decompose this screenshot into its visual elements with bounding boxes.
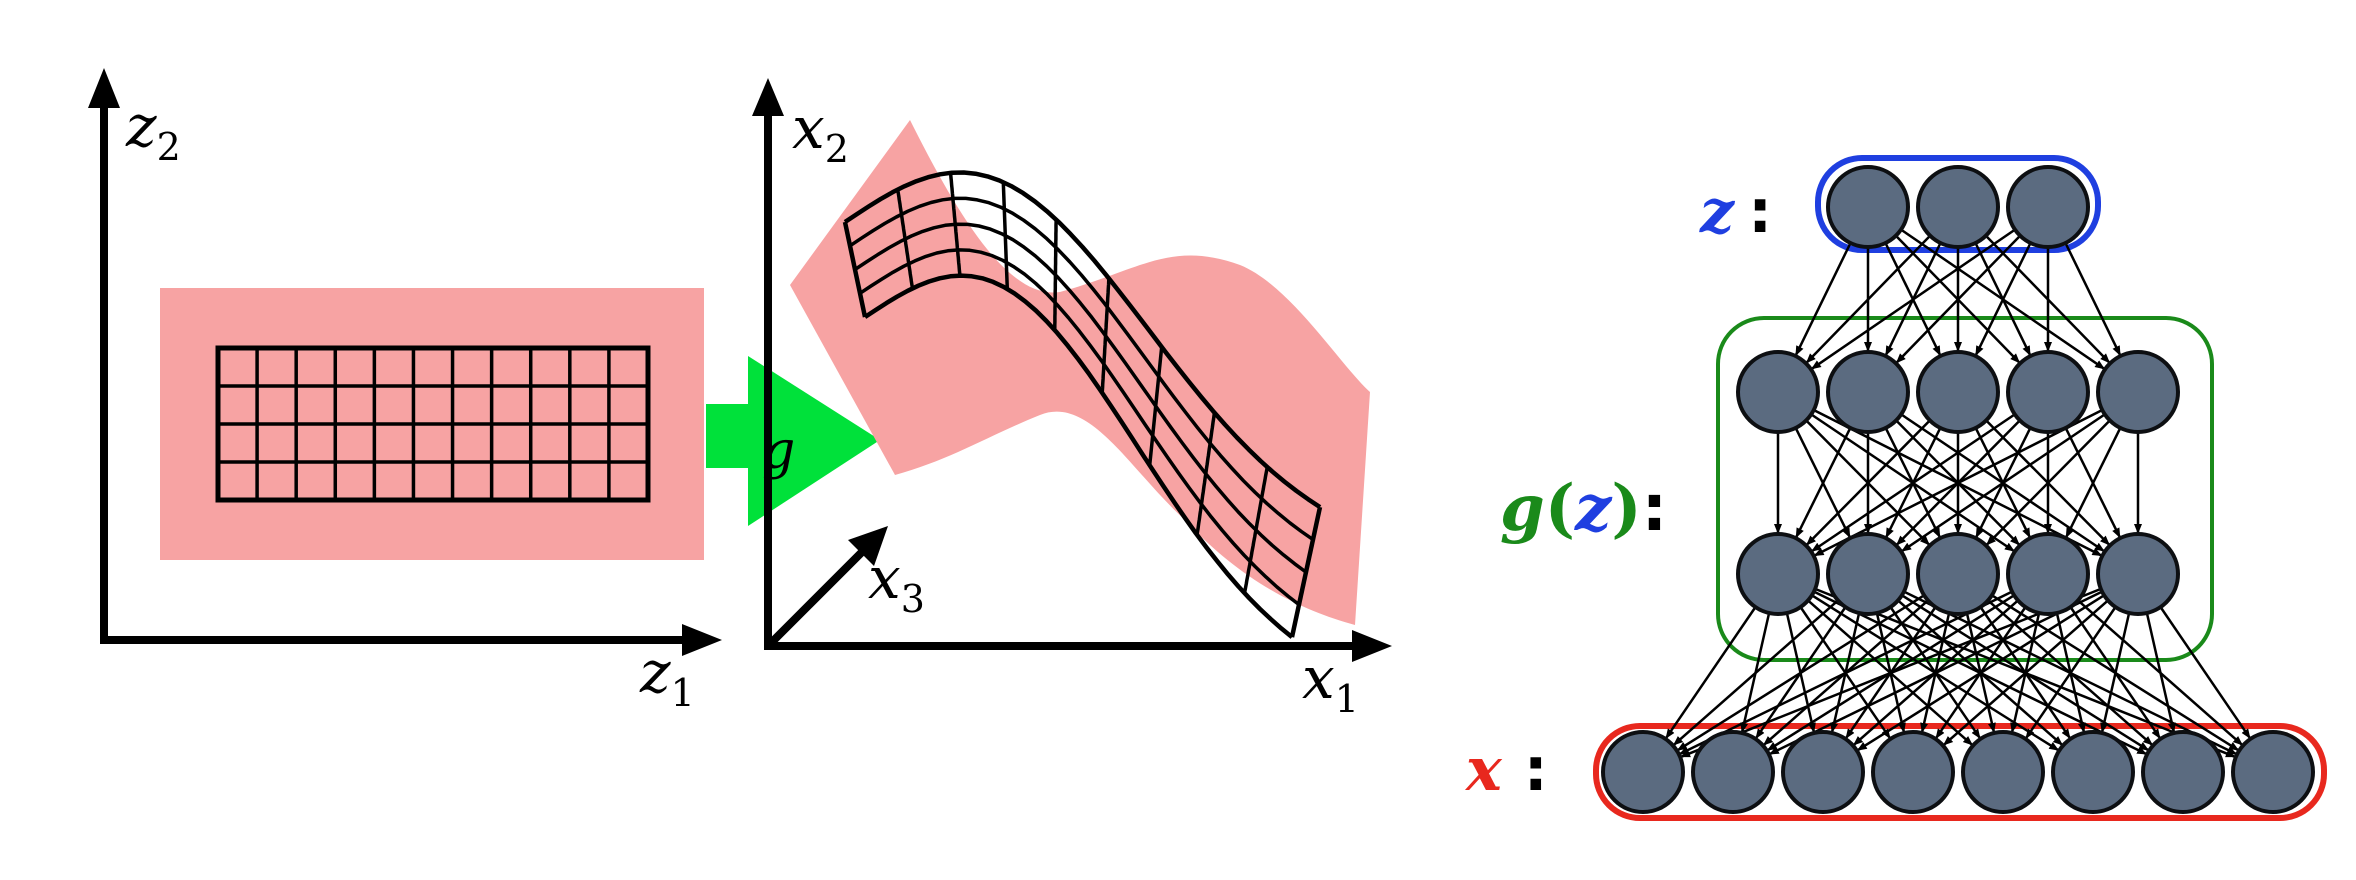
network-edge [1985,419,2111,546]
neuron-h1 [1736,350,1820,434]
z-layer-label: z: [1699,177,1772,247]
network-edge [2065,427,2122,539]
network-edge [1678,590,2013,756]
manifold-grid-line [1001,182,1010,289]
neuron-x [2141,730,2225,814]
network-edge [1895,234,2021,364]
network-edge [2025,606,2117,739]
network-edge [1672,599,1839,746]
network-edge [2100,612,2131,733]
z1-axis-label: z1 [639,638,695,715]
manifold-grid-line [1147,346,1164,466]
manifold-grid-line [1053,219,1058,331]
neuron-h1 [2006,350,2090,434]
network-edge [2159,606,2251,739]
manifold-grid-line [948,172,962,276]
x2-axis-arrowhead [752,78,784,116]
x1-axis-label: x1 [1302,644,1359,721]
network-edge [1974,242,2032,356]
generator-network: z: g(z): x: [1464,155,2327,821]
neuron-z [1826,165,1910,249]
neuron-x [1961,730,2045,814]
z1-axis-arrowhead [682,624,722,656]
network-edge [1768,590,2103,756]
manifold-grid-line [1242,466,1269,594]
neuron-x [2051,730,2135,814]
neuron-z [2006,165,2090,249]
manifold-grid-line [849,196,1315,542]
manifold-grid-line [863,273,1294,639]
neuron-h1 [1826,350,1910,434]
network-edge [1795,427,1852,539]
x3-axis-label: x3 [868,544,925,621]
network-edge [2145,612,2176,733]
x3-axis [765,545,869,649]
manifold-grid-line [842,221,868,318]
network-edge [1665,606,1757,739]
neuron-h1 [2096,350,2180,434]
g-of-z-label: g(z): [1500,471,1667,546]
x-layer-box [1593,723,2327,821]
map-arrow-head [748,356,880,526]
neuron-x [2231,730,2315,814]
network-edge [1676,594,1925,752]
neuron-x [1871,730,1955,814]
neuron-h2 [2096,532,2180,616]
network-edge [1901,413,2106,553]
x-layer-label: x: [1464,735,1548,805]
manifold-grid-line [1195,412,1217,536]
manifold-grid-line [1100,278,1111,394]
x3-axis-arrowhead [848,526,888,566]
latent-space-panel: z2 z1 [88,68,722,715]
network-edge [1813,408,2103,557]
neuron-z [1916,165,2000,249]
network-edges [1665,228,2251,758]
manifold-grid-line [859,248,1301,606]
network-edge [1810,228,2016,370]
neuron-h2 [1916,532,2000,616]
network-edge [1794,242,1852,356]
map-arrow-shaft [706,404,750,468]
network-edge [1805,419,1931,546]
neuron-h2 [1736,532,1820,616]
network-edge [1805,234,1931,364]
manifold-grid-line [1289,506,1323,638]
z2-axis-label: z2 [125,92,181,169]
network-edge [1856,594,2105,752]
x1-axis-arrowhead [1352,630,1392,662]
neuron-x [1691,730,1775,814]
network-edge [1942,599,2109,746]
manifold-grid [842,170,1323,639]
z2-axis-arrowhead [88,68,120,108]
neuron-h2 [1826,532,1910,616]
network-edge [1680,587,2102,758]
neuron-x [1781,730,1865,814]
data-space-panel: x2 x3 x1 [752,78,1392,721]
neuron-x [1601,730,1685,814]
network-edge [2064,242,2122,356]
neuron-h2 [2006,532,2090,616]
manifold-grid-line [896,189,915,289]
neuron-h1 [1916,350,2000,434]
manifold-grid-line [854,222,1308,574]
network-edge [1811,413,2016,553]
network-nodes [1601,165,2315,814]
latent-grid [215,345,651,503]
x2-axis-label: x2 [792,94,849,171]
manifold-grid-line [843,170,1322,509]
